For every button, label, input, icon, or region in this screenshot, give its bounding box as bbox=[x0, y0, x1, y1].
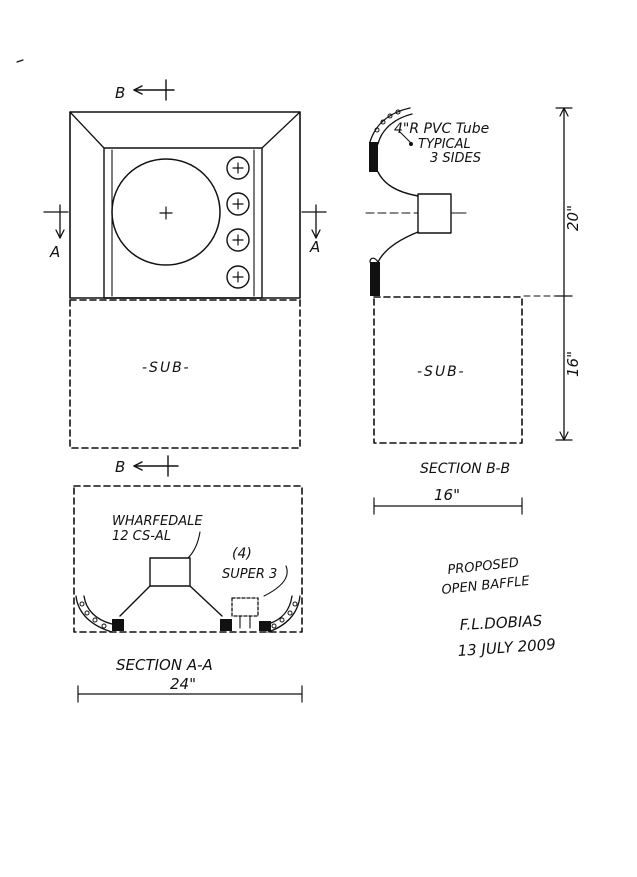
tweeter-circles bbox=[226, 156, 250, 289]
woofer-label-line1: WHARFEDALE bbox=[112, 514, 203, 529]
plan-width-label: 24" bbox=[170, 675, 196, 693]
woofer-label-line2: 12 CS-AL bbox=[112, 529, 171, 544]
stray-mark bbox=[16, 59, 24, 63]
section-b-marker-bottom bbox=[133, 455, 179, 477]
tweeter-plan bbox=[231, 597, 271, 631]
woofer-plan bbox=[112, 557, 232, 631]
pvc-tube-left bbox=[75, 595, 113, 633]
pvc-tube-top bbox=[369, 107, 413, 172]
title-notes: PROPOSED OPEN BAFFLE F.L.DOBIAS 13 JULY … bbox=[441, 556, 556, 660]
section-a-marker-right bbox=[301, 204, 327, 239]
plan-view: WHARFEDALE 12 CS-AL (4) SUPER 3 bbox=[73, 485, 303, 703]
baffle-frame bbox=[69, 111, 301, 299]
note-date: 13 JULY 2009 bbox=[457, 635, 556, 660]
tube-label-line3: 3 SIDES bbox=[430, 151, 481, 166]
sub-box-front bbox=[69, 299, 301, 449]
side-width-label: 16" bbox=[434, 486, 460, 504]
note-proposed: PROPOSED bbox=[447, 556, 520, 578]
side-width-dimension bbox=[373, 497, 523, 515]
section-b-label-top: B bbox=[115, 84, 125, 102]
woofer-leader bbox=[187, 531, 201, 559]
note-author: F.L.DOBIAS bbox=[459, 612, 543, 634]
sub-box-side bbox=[373, 296, 523, 444]
side-view: 4"R PVC Tube TYPICAL 3 SIDES -SUB- 20" bbox=[365, 107, 582, 515]
front-view: B bbox=[43, 79, 327, 477]
tweeter-label-line1: (4) bbox=[232, 546, 252, 562]
section-b-label-bottom: B bbox=[115, 458, 125, 476]
section-bb-title: SECTION B-B bbox=[420, 461, 510, 477]
sub-label-side: -SUB- bbox=[417, 364, 466, 380]
tube-label-line1: 4"R PVC Tube bbox=[394, 121, 489, 137]
section-aa-title: SECTION A-A bbox=[116, 656, 213, 674]
section-a-label-left: A bbox=[49, 243, 60, 261]
height-upper-label: 20" bbox=[564, 205, 582, 231]
note-open-baffle: OPEN BAFFLE bbox=[441, 574, 531, 598]
tube-label-line2: TYPICAL bbox=[418, 137, 471, 152]
plan-outline bbox=[73, 485, 303, 633]
height-lower-label: 16" bbox=[564, 351, 582, 377]
height-dimension bbox=[523, 107, 573, 441]
section-a-label-right: A bbox=[309, 238, 320, 256]
woofer-circle bbox=[111, 158, 221, 266]
baffle-profile bbox=[365, 171, 467, 296]
section-a-marker-left bbox=[43, 204, 69, 239]
sub-label-front: -SUB- bbox=[142, 360, 191, 376]
section-b-marker-top bbox=[133, 79, 175, 101]
tweeter-leader bbox=[263, 565, 288, 597]
tweeter-label-line2: SUPER 3 bbox=[222, 567, 277, 582]
plan-width-dimension bbox=[77, 685, 303, 703]
pvc-tube-right bbox=[267, 595, 301, 633]
